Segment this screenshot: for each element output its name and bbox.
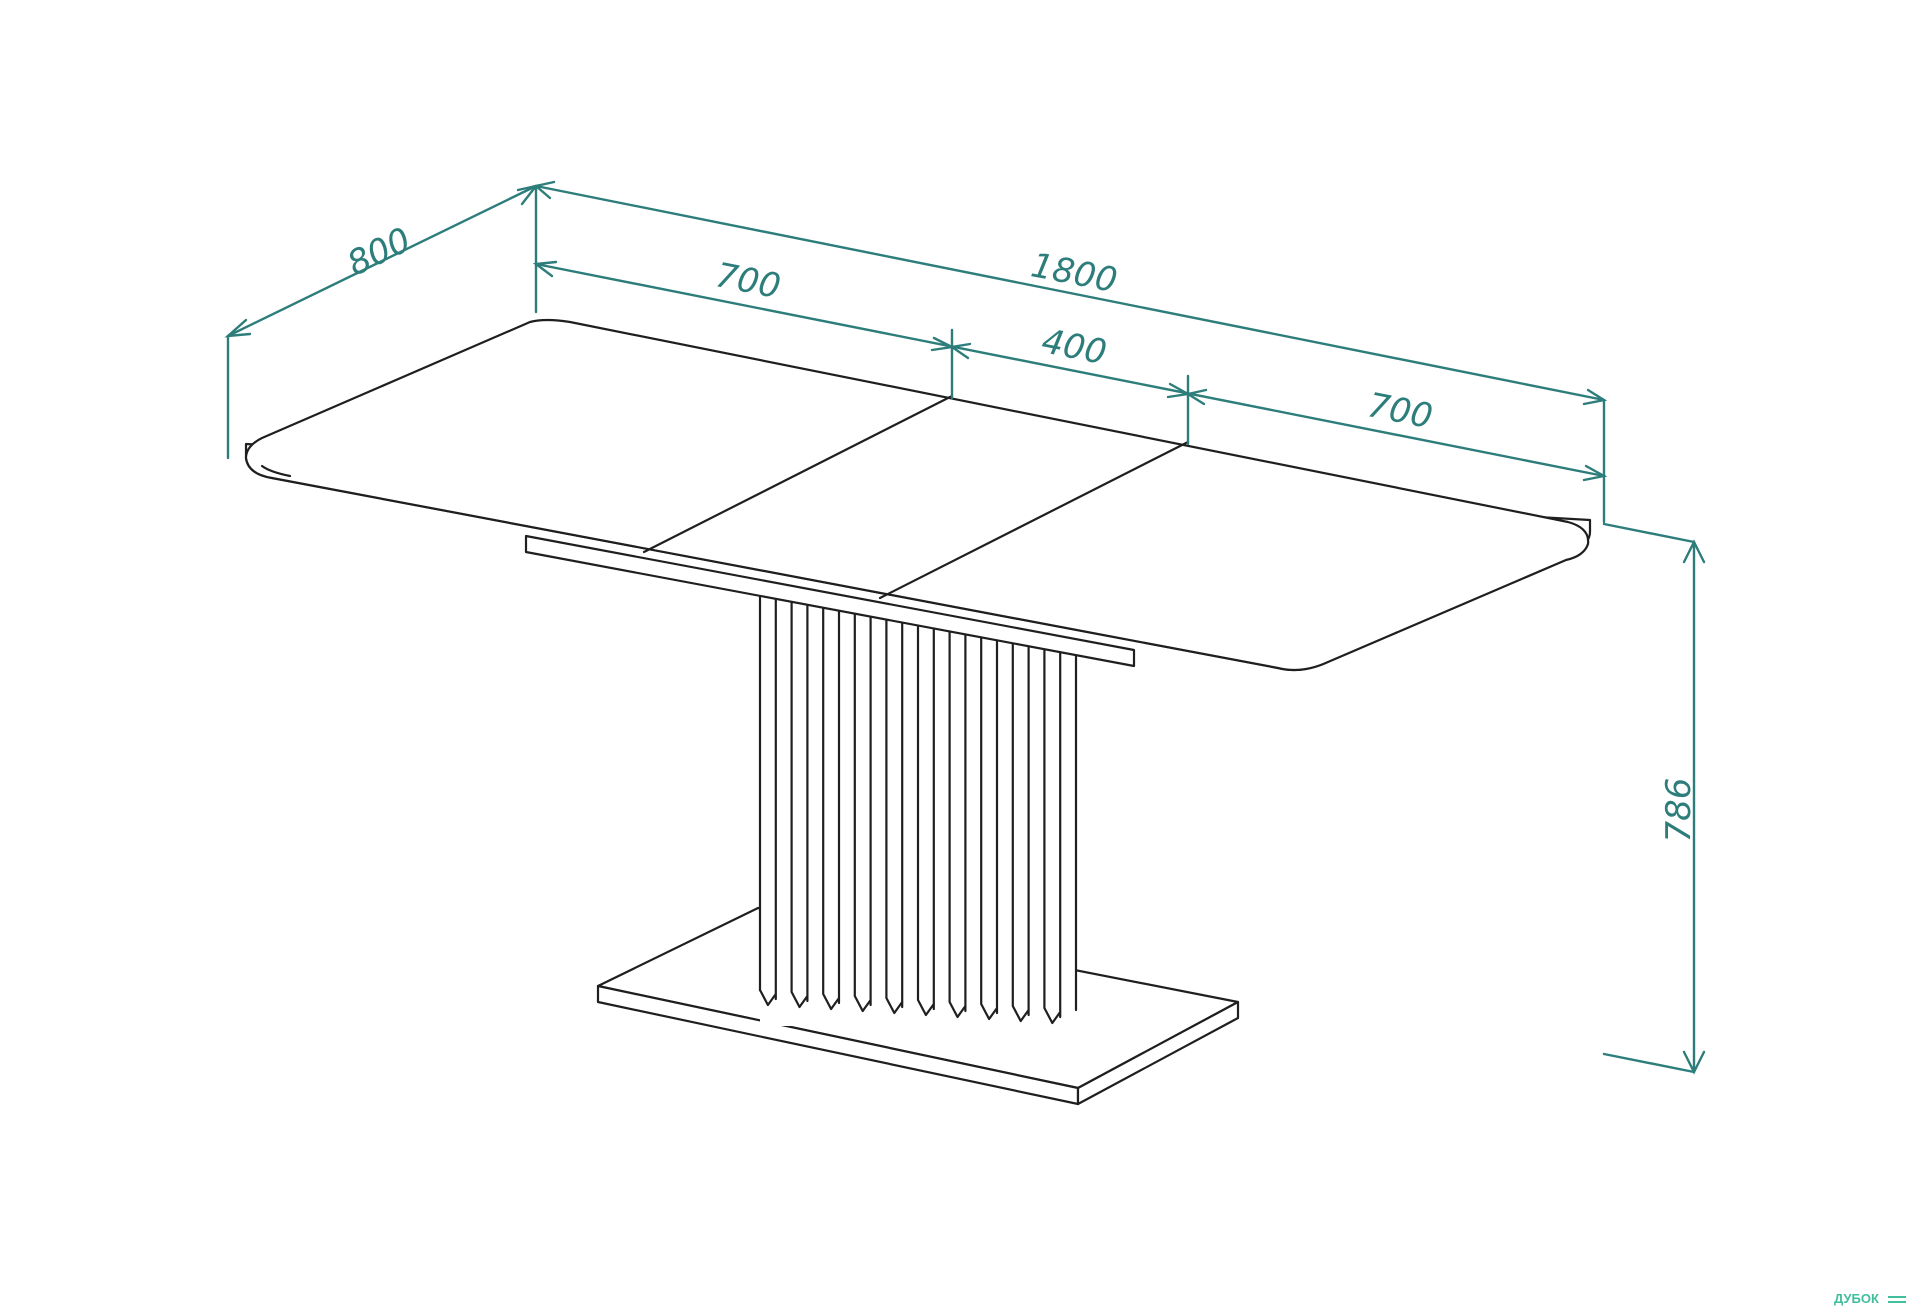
pedestal-column	[758, 594, 1078, 1026]
watermark: ДУБОК	[1834, 1291, 1906, 1306]
table-top	[244, 318, 1592, 672]
table-outline	[244, 318, 1592, 1106]
dim-total-length-label: 1800	[1028, 245, 1121, 301]
dim-leaf-left-label: 700	[712, 255, 783, 307]
dimension-lines	[224, 180, 1706, 1075]
seam-right	[878, 440, 1190, 600]
dim-leaf-right-label: 700	[1364, 385, 1435, 437]
watermark-text: ДУБОК	[1834, 1291, 1879, 1306]
dim-height-label: 786	[1659, 778, 1699, 843]
seam-left	[642, 394, 954, 554]
underframe-rail	[524, 534, 1136, 668]
